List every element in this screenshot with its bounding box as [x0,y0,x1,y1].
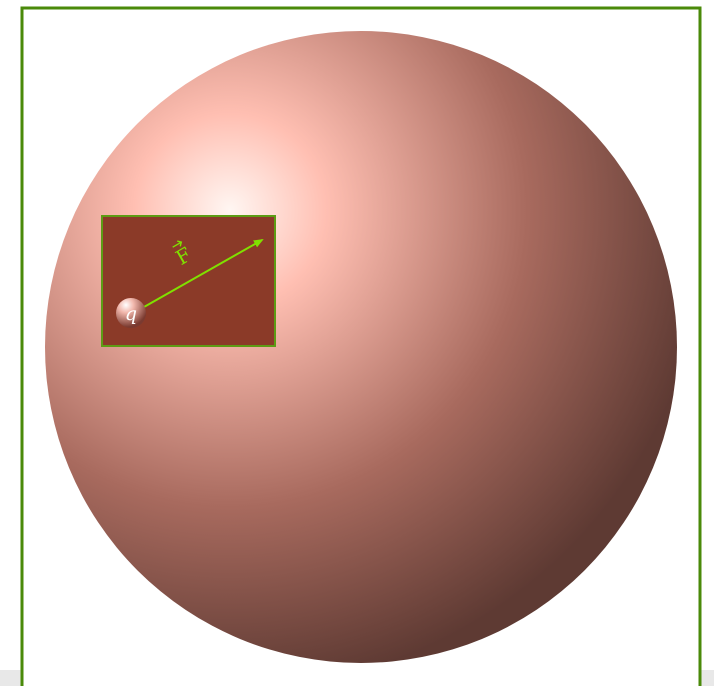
charge-label: q [125,303,137,325]
